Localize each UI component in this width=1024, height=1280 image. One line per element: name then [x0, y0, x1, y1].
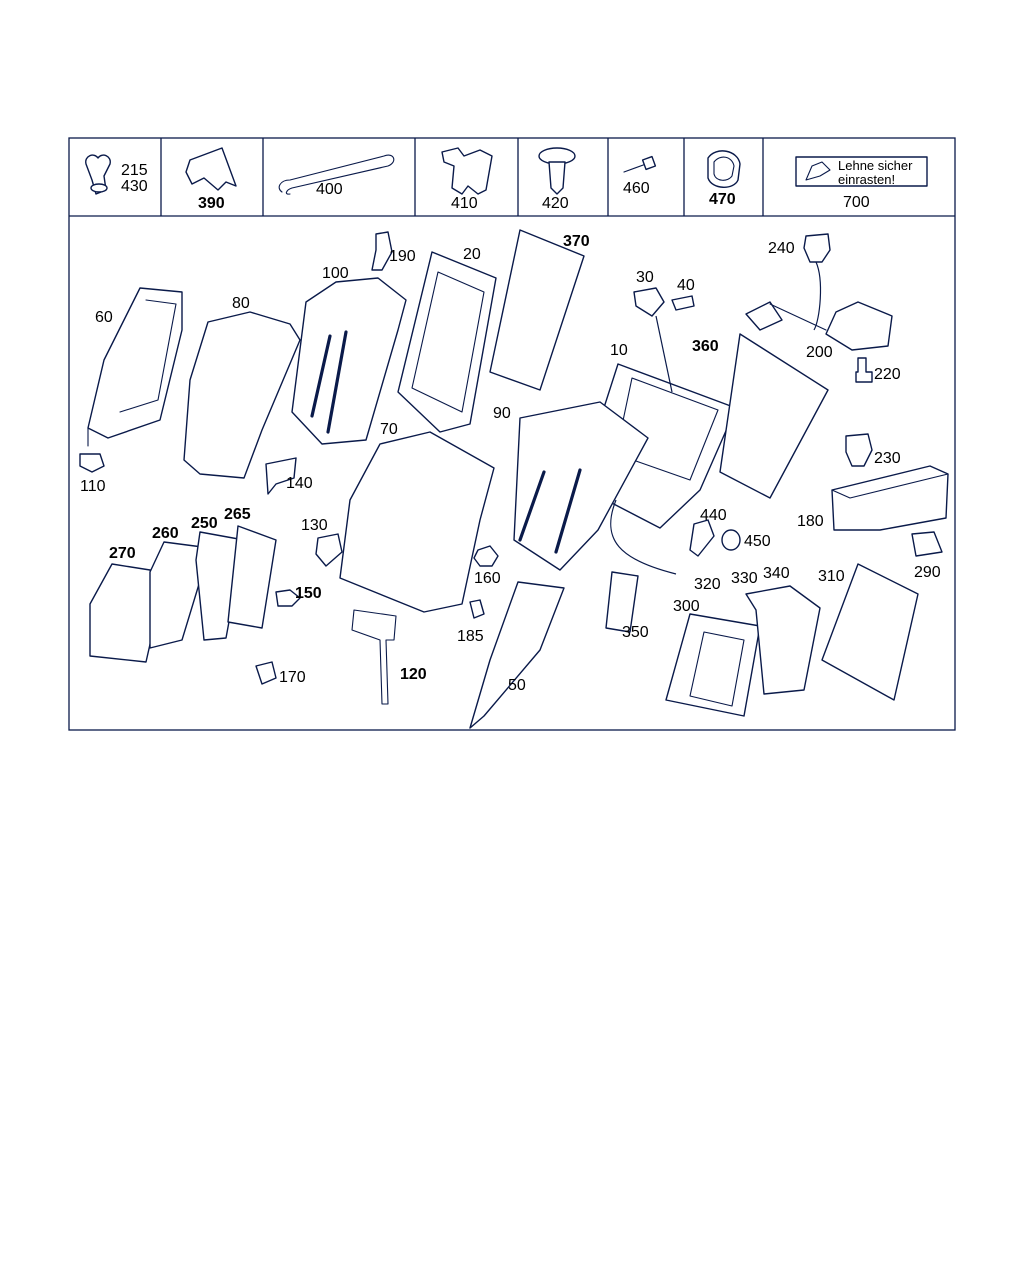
callout-290: 290: [914, 564, 941, 581]
clip-440: [689, 519, 715, 557]
screw-40: [671, 295, 695, 311]
linkage-120: [351, 609, 397, 705]
pad-360: [719, 333, 829, 499]
callout-185: 185: [457, 628, 484, 645]
label-410: 410: [451, 195, 478, 212]
cable-350: [605, 571, 639, 633]
callout-30: 30: [636, 269, 654, 286]
grommet-470-drawing: [707, 150, 741, 188]
screw-150: [275, 589, 301, 607]
bracket-265: [227, 525, 277, 629]
diagram-frame: [68, 137, 956, 731]
callout-110: 110: [80, 478, 106, 495]
callout-10: 10: [610, 342, 628, 359]
clip-240: [803, 233, 831, 263]
callout-250: 250: [191, 515, 218, 532]
bracket-140: [265, 457, 297, 495]
callout-150: 150: [295, 585, 322, 602]
armrest-frame-300: [665, 613, 761, 717]
screw-220: [855, 357, 873, 383]
housing-330-340: [745, 585, 821, 695]
spring-wire-400-drawing: [278, 154, 395, 195]
label-460: 460: [623, 180, 650, 197]
plug-230: [845, 433, 873, 467]
callout-320: 320: [694, 576, 721, 593]
seat-cushion-70: [339, 431, 495, 613]
callout-300: 300: [673, 598, 700, 615]
warning-sticker-700: Lehne sicher einrasten!: [795, 156, 928, 187]
callout-370: 370: [563, 233, 590, 250]
foam-pad-370: [489, 229, 585, 391]
callout-260: 260: [152, 525, 179, 542]
center-backrest-90: [513, 401, 649, 571]
callout-100: 100: [322, 265, 349, 282]
callout-70: 70: [380, 421, 398, 438]
clip-215-430-drawing: [85, 154, 111, 195]
callout-310: 310: [818, 568, 845, 585]
callout-180: 180: [797, 513, 824, 530]
callout-170: 170: [279, 669, 306, 686]
lock-mechanism-200: [745, 261, 893, 351]
callout-140: 140: [286, 475, 313, 492]
callout-200: 200: [806, 344, 833, 361]
label-470: 470: [709, 191, 736, 208]
bracket-290: [911, 531, 943, 557]
bracket-130: [315, 533, 343, 567]
callout-450: 450: [744, 533, 771, 550]
callout-265: 265: [224, 506, 251, 523]
callout-40: 40: [677, 277, 695, 294]
backrest-shell-100: [291, 277, 407, 445]
label-420: 420: [542, 195, 569, 212]
label-215: 215: [121, 162, 148, 179]
callout-340: 340: [763, 565, 790, 582]
callout-240: 240: [768, 240, 795, 257]
callout-50: 50: [508, 677, 526, 694]
callout-350: 350: [622, 624, 649, 641]
seat-frame-20: [397, 251, 497, 433]
callout-220: 220: [874, 366, 901, 383]
bolt-190: [371, 231, 393, 271]
callout-190: 190: [389, 248, 416, 265]
bracket-clip-410-drawing: [441, 147, 493, 195]
cap-30: [633, 287, 665, 317]
screw-170: [255, 661, 277, 685]
callout-330: 330: [731, 570, 758, 587]
sticker-text-line1: Lehne sicher: [838, 158, 913, 173]
side-trim-panel-60: [87, 287, 183, 439]
callout-20: 20: [463, 246, 481, 263]
callout-230: 230: [874, 450, 901, 467]
storage-box-180: [831, 465, 949, 531]
callout-360: 360: [692, 338, 719, 355]
callout-90: 90: [493, 405, 511, 422]
pin-460-drawing: [623, 155, 657, 173]
backrest-cushion-80: [183, 311, 301, 479]
callout-120: 120: [400, 666, 427, 683]
callout-270: 270: [109, 545, 136, 562]
clip-185: [469, 599, 485, 619]
label-430: 430: [121, 178, 148, 195]
washer-450: [721, 529, 741, 551]
sticker-text-line2: einrasten!: [838, 172, 895, 187]
insulation-390-drawing: [185, 147, 237, 191]
callout-440: 440: [700, 507, 727, 524]
nut-160: [473, 545, 499, 567]
push-rivet-420-drawing: [538, 147, 576, 195]
label-700: 700: [843, 194, 870, 211]
callout-60: 60: [95, 309, 113, 326]
callout-80: 80: [232, 295, 250, 312]
pad-270: [89, 563, 161, 663]
cover-310: [821, 563, 919, 701]
label-390: 390: [198, 195, 225, 212]
screw-110: [79, 427, 105, 473]
callout-130: 130: [301, 517, 328, 534]
label-400: 400: [316, 181, 343, 198]
side-trim-50: [469, 581, 565, 729]
callout-160: 160: [474, 570, 501, 587]
